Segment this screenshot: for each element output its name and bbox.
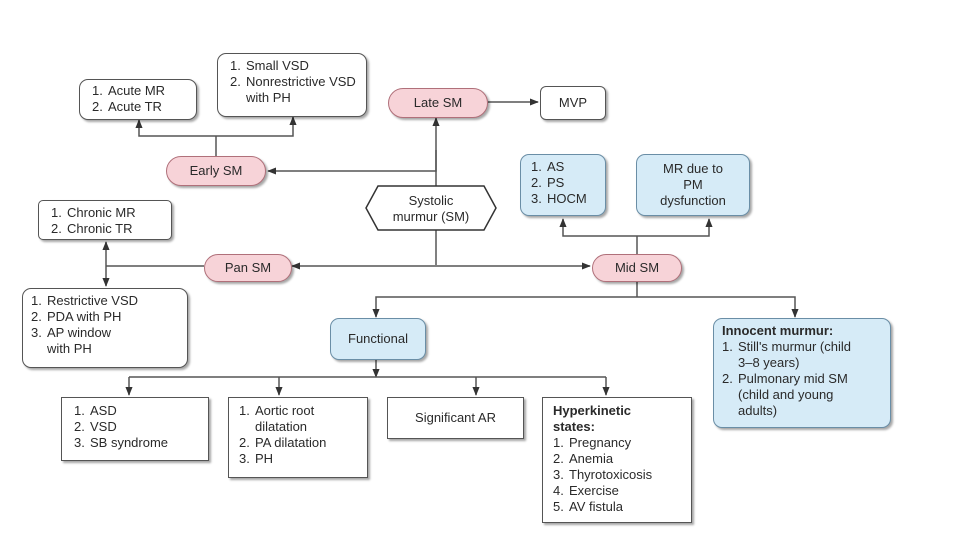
list-item: 1.Restrictive VSD: [31, 293, 139, 308]
mid-sm-label: Mid SM: [614, 260, 660, 275]
list-item: 1.Pregnancy: [553, 435, 632, 450]
functional-label: Functional: [348, 331, 408, 346]
list-item: 2.PDA with PH: [31, 309, 122, 324]
node-hyperkinetic-states[interactable]: Hyperkinetic states: 1.Pregnancy 2.Anemi…: [542, 397, 692, 523]
edge-mid-to-functional: [372, 296, 637, 318]
list-item: 1.Small VSD: [230, 58, 309, 73]
list-item: 5.AV fistula: [553, 499, 623, 514]
edge-root-to-early: [267, 150, 437, 175]
node-acute-regurgitation[interactable]: 1.Acute MR 2.Acute TR: [79, 79, 197, 120]
edge-early-to-acute: [135, 119, 216, 137]
node-vsd-early[interactable]: 1.Small VSD 2.Nonrestrictive VSD with PH: [217, 53, 367, 117]
node-significant-ar[interactable]: Significant AR: [387, 397, 524, 439]
mrpm-line2: PM: [683, 177, 703, 192]
list-item: 1.ASD: [74, 403, 117, 418]
root-node-systolic-murmur[interactable]: Systolic murmur (SM): [366, 190, 496, 228]
list-item: 2.Acute TR: [92, 99, 162, 114]
list-item: 3.HOCM: [531, 191, 587, 206]
node-pan-sm[interactable]: Pan SM: [204, 254, 292, 282]
list-item: 2.PA dilatation: [239, 435, 327, 450]
edge-mid-to-innocent: [637, 296, 799, 318]
list-item: 1.Chronic MR: [51, 205, 136, 220]
list-item: 1.AS: [531, 159, 565, 174]
node-innocent-murmur[interactable]: Innocent murmur: 1.Still's murmur (child…: [713, 318, 891, 428]
list-item: 2.Chronic TR: [51, 221, 133, 236]
mrpm-line3: dysfunction: [660, 193, 726, 208]
node-obstructive-lesions[interactable]: 1.AS 2.PS 3.HOCM: [520, 154, 606, 216]
list-item: 1.Acute MR: [92, 83, 166, 98]
node-mr-pm-dysfunction[interactable]: MR due to PM dysfunction: [636, 154, 750, 216]
node-late-sm[interactable]: Late SM: [388, 88, 488, 118]
list-item: 3.SB syndrome: [74, 435, 169, 450]
hyperkinetic-heading: Hyperkinetic states:: [553, 403, 632, 434]
node-functional[interactable]: Functional: [330, 318, 426, 360]
pan-sm-label: Pan SM: [224, 260, 272, 275]
list-item: 4.Exercise: [553, 483, 619, 498]
list-item: 2.Anemia: [553, 451, 614, 466]
significant-ar-label: Significant AR: [415, 410, 496, 425]
list-item: 2.Pulmonary mid SM (child and young adul…: [722, 371, 848, 418]
edge-early-to-vsd: [216, 116, 297, 137]
late-sm-label: Late SM: [413, 95, 463, 110]
list-item: 1.Still's murmur (child 3–8 years): [722, 339, 851, 370]
node-mvp[interactable]: MVP: [540, 86, 606, 120]
node-pan-shunts[interactable]: 1.Restrictive VSD 2.PDA with PH 3.AP win…: [22, 288, 188, 368]
list-item: 3.PH: [239, 451, 274, 466]
mrpm-line1: MR due to: [663, 161, 723, 176]
list-item: 3.Thyrotoxicosis: [553, 467, 653, 482]
edge-mid-to-mrpm: [637, 218, 713, 237]
early-sm-label: Early SM: [189, 163, 243, 178]
root-line1: Systolic: [408, 193, 454, 208]
list-item: 1.Aortic root dilatation: [239, 403, 315, 434]
list-item: 2.VSD: [74, 419, 117, 434]
list-item: 2.PS: [531, 175, 565, 190]
node-functional-shunts[interactable]: 1.ASD 2.VSD 3.SB syndrome: [61, 397, 209, 461]
edge-mid-to-obstructive: [559, 218, 637, 237]
list-item: 2.Nonrestrictive VSD with PH: [230, 74, 356, 105]
node-mid-sm[interactable]: Mid SM: [592, 254, 682, 282]
innocent-heading: Innocent murmur:: [722, 323, 834, 338]
list-item: 3.AP window with PH: [31, 325, 112, 356]
root-hexagon-shape: [365, 185, 497, 231]
node-dilatation[interactable]: 1.Aortic root dilatation 2.PA dilatation…: [228, 397, 368, 478]
mvp-label: MVP: [558, 95, 588, 110]
node-chronic-regurgitation[interactable]: 1.Chronic MR 2.Chronic TR: [38, 200, 172, 240]
root-line2: murmur (SM): [392, 209, 470, 224]
node-early-sm[interactable]: Early SM: [166, 156, 266, 186]
